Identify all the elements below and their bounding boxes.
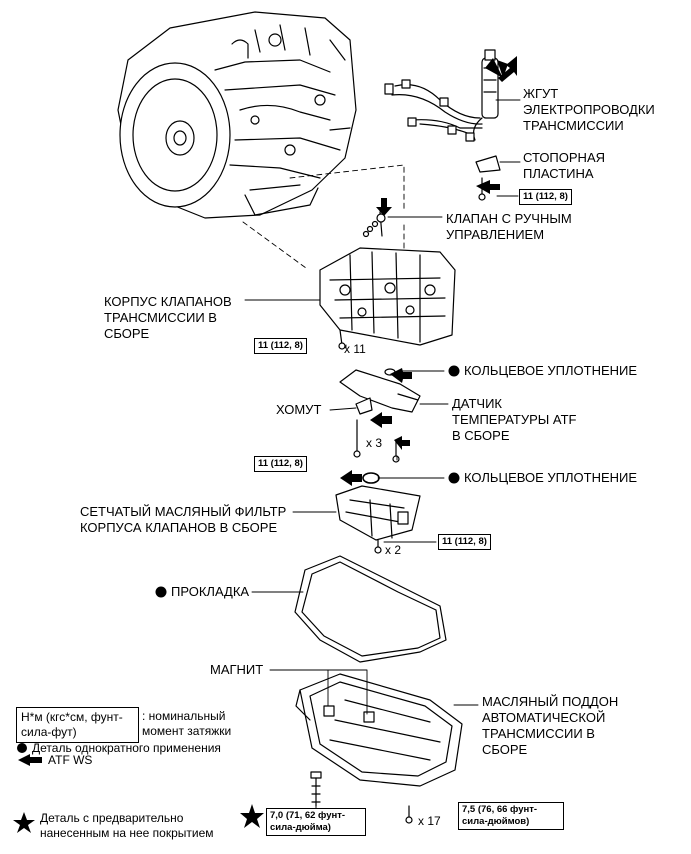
legend-precoated: Деталь с предварительно нанесенным на не… xyxy=(40,811,214,840)
torque-box-1: 11 (112, 8) xyxy=(519,189,572,205)
bolt-count-11: x 11 xyxy=(344,342,366,356)
o-ring-label-2: КОЛЬЦЕВОЕ УПЛОТНЕНИЕ xyxy=(464,470,638,485)
stopper-plate-drawing xyxy=(475,155,501,173)
strainer-drawing xyxy=(335,485,421,554)
single-use-dot-2 xyxy=(448,472,460,484)
harness-label: ЖГУТ ЭЛЕКТРОПРОВОДКИ ТРАНСМИССИИ xyxy=(523,86,655,133)
gasket-drawing xyxy=(294,555,447,663)
temp-sensor-drawing xyxy=(339,369,421,413)
bolt-count-17: x 17 xyxy=(418,814,441,828)
temp-sensor-label: ДАТЧИК ТЕМПЕРАТУРЫ ATF В СБОРЕ xyxy=(452,396,577,443)
magnet-label: МАГНИТ xyxy=(210,662,264,677)
clamp-drawing xyxy=(353,397,373,458)
gasket-label: ПРОКЛАДКА xyxy=(171,584,250,599)
plate-bolt-drawing xyxy=(478,177,486,201)
pan-bolt-drawing xyxy=(405,805,413,824)
torque-box-6: 7,5 (76, 66 фунт- сила-дюймов) xyxy=(458,802,564,830)
torque-box-4: 11 (112, 8) xyxy=(438,534,491,550)
manual-valve-label: КЛАПАН С РУЧНЫМ УПРАВЛЕНИЕМ xyxy=(446,211,572,242)
single-use-dot-3 xyxy=(155,586,167,598)
legend-star xyxy=(13,812,35,833)
precoated-star-torque xyxy=(240,804,264,828)
leader-lines xyxy=(244,99,521,813)
valve-body-label: КОРПУС КЛАПАНОВ ТРАНСМИССИИ В СБОРЕ xyxy=(104,294,232,341)
drain-bolt-drawing xyxy=(310,771,322,807)
bolt-count-2: x 2 xyxy=(385,543,402,557)
oil-pan-drawing xyxy=(295,673,463,787)
single-use-dot-1 xyxy=(448,365,460,377)
legend-unit-box: Н*м (кгс*см, фунт- сила-фут) xyxy=(16,707,139,743)
legend-dot xyxy=(17,743,27,753)
strainer-label: СЕТЧАТЫЙ МАСЛЯНЫЙ ФИЛЬТР КОРПУСА КЛАПАНО… xyxy=(80,504,287,535)
oil-pan-label: МАСЛЯНЫЙ ПОДДОН АВТОМАТИЧЕСКОЙ ТРАНСМИСС… xyxy=(482,694,619,757)
valve-body-drawing xyxy=(319,247,456,350)
o-ring-label-1: КОЛЬЦЕВОЕ УПЛОТНЕНИЕ xyxy=(464,363,638,378)
bolt-count-3: x 3 xyxy=(366,436,383,450)
torque-box-3: 11 (112, 8) xyxy=(254,456,307,472)
stopper-plate-label: СТОПОРНАЯ ПЛАСТИНА xyxy=(523,150,605,181)
legend-atf: ATF WS xyxy=(48,753,93,767)
clamp-label: ХОМУТ xyxy=(276,402,322,417)
o-ring-2-drawing xyxy=(362,472,380,484)
torque-box-5: 7,0 (71, 62 фунт- сила-дюйма) xyxy=(266,808,366,836)
legend-single-use: Деталь однократного применения xyxy=(32,741,221,755)
transaxle-drawing xyxy=(117,11,357,219)
legend-unit-desc: : номинальный момент затяжки xyxy=(142,709,232,738)
wire-harness-drawing xyxy=(384,49,499,142)
manual-valve-drawing xyxy=(362,211,386,238)
torque-box-2: 11 (112, 8) xyxy=(254,338,307,354)
atf-arrows xyxy=(18,56,517,766)
